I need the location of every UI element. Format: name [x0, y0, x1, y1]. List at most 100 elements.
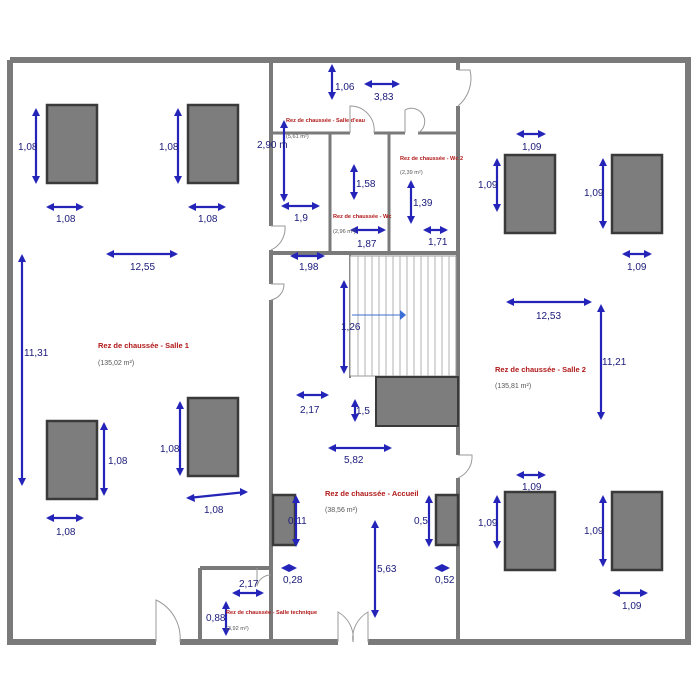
- dim-label: 1,39: [413, 198, 433, 209]
- dim-label: 1,08: [56, 527, 76, 538]
- room-area-salle1: (135,02 m²): [98, 360, 134, 367]
- dim-line: [364, 80, 400, 88]
- dim-label: 0,52: [435, 575, 455, 586]
- staircase: [349, 255, 459, 427]
- room-area-technique: (3,92 m²): [226, 626, 249, 632]
- dim-line: [599, 158, 607, 229]
- room-name-salle-eau: Rez de chaussée - Salle d'eau: [286, 118, 366, 124]
- dim-line: [434, 564, 450, 572]
- dim-line: [186, 488, 248, 502]
- dim-line: [174, 108, 182, 184]
- dim-line: [46, 203, 84, 211]
- dim-line: [296, 391, 329, 399]
- dim-line: [328, 64, 336, 100]
- dim-label: 1,98: [299, 262, 319, 273]
- dim-line: [290, 252, 325, 260]
- door-entrance-right: [352, 611, 369, 643]
- pillar-salle2-tr: [610, 153, 664, 235]
- room-area-wc: (2,96 m²): [333, 229, 356, 235]
- door-technique: [256, 568, 272, 587]
- room-area-wc2: (2,39 m²): [400, 170, 423, 176]
- dim-label: 1,08: [18, 142, 38, 153]
- dim-label: 1,58: [356, 179, 376, 190]
- dim-label: 1,09: [584, 188, 604, 199]
- dim-label: 5,63: [377, 564, 397, 575]
- dim-line: [423, 226, 448, 234]
- dim-line: [493, 158, 501, 212]
- dim-label: 3,83: [374, 92, 394, 103]
- dim-label: 1,06: [335, 82, 355, 93]
- dim-line: [425, 495, 433, 547]
- dim-line: [280, 120, 288, 202]
- room-name-wc2: Rez de chaussée - Wc 2: [400, 156, 463, 162]
- dim-label: 1,08: [198, 214, 218, 225]
- pillars: [45, 103, 664, 572]
- dim-line: [516, 130, 546, 138]
- dim-line: [46, 514, 84, 522]
- pillar-salle1-bl: [45, 419, 99, 501]
- dim-label: 1,09: [622, 601, 642, 612]
- door-hall-left: [270, 225, 286, 251]
- dim-label: 11,21: [602, 357, 627, 368]
- dim-label: 2,17: [239, 579, 259, 590]
- dim-line: [622, 250, 652, 258]
- dim-label: 5,82: [344, 455, 364, 466]
- dim-label: 1,26: [341, 322, 361, 333]
- room-labels: Rez de chaussée - Salle 1 (135,02 m²) Re…: [98, 118, 586, 632]
- dim-line: [292, 495, 300, 547]
- dim-line: [350, 226, 386, 234]
- door-entrance-left: [337, 611, 354, 643]
- dim-line: [516, 471, 546, 479]
- dim-label: 11,31: [24, 348, 49, 359]
- dim-line: [232, 589, 264, 597]
- pillar-salle2-tl: [503, 153, 557, 235]
- dim-label: 1,09: [522, 482, 542, 493]
- dim-label: 1,08: [160, 444, 180, 455]
- dim-label: 2,90 m: [257, 140, 288, 151]
- dim-label: 0,11: [288, 516, 307, 527]
- dim-label: 12,55: [130, 262, 155, 273]
- room-name-salle1: Rez de chaussée - Salle 1: [98, 341, 189, 350]
- dim-line: [100, 422, 108, 496]
- dim-line: [32, 108, 40, 184]
- dim-label: 1,09: [584, 526, 604, 537]
- dim-line: [407, 180, 415, 224]
- dim-label: 0,88: [206, 613, 226, 624]
- dimension-labels: 1,08 1,08 1,08 1,08 12,55 11,31 1,08 1,0…: [18, 82, 647, 624]
- dim-label: 1,09: [478, 180, 498, 191]
- room-area-salle2: (135,81 m²): [495, 383, 531, 390]
- door-salle2-top: [457, 69, 472, 107]
- room-name-technique: Rez de chaussée - Salle technique: [226, 610, 317, 616]
- pillar-salle2-bl: [503, 490, 557, 572]
- dim-label: 1,09: [478, 518, 498, 529]
- dim-line: [340, 280, 348, 374]
- dim-line: [281, 564, 297, 572]
- dim-line: [106, 250, 178, 258]
- room-name-wc: Rez de chaussée - Wc: [333, 214, 391, 220]
- room-area-accueil: (38,56 m²): [325, 507, 357, 514]
- dim-label: 1,08: [204, 505, 224, 516]
- dim-label: 1,87: [357, 239, 377, 250]
- pillar-salle1-tr: [186, 103, 240, 185]
- dim-line: [328, 444, 392, 452]
- dim-line: [612, 589, 648, 597]
- dim-line: [493, 495, 501, 549]
- doors: [155, 69, 473, 643]
- dim-line: [176, 401, 184, 476]
- door-salle2-mid: [457, 454, 473, 479]
- dimension-lines: [18, 64, 652, 636]
- dim-line: [371, 520, 379, 618]
- pillar-accueil-right: [434, 493, 460, 547]
- door-wc2: [404, 107, 426, 134]
- dim-label: 1,09: [522, 142, 542, 153]
- dim-label: 1,08: [159, 142, 179, 153]
- door-hall-small: [270, 283, 285, 301]
- dim-label: 0,5: [414, 516, 428, 527]
- dim-label: 1,71: [428, 237, 448, 248]
- dim-line: [506, 298, 592, 306]
- pillar-salle1-tl: [45, 103, 99, 185]
- dim-line: [599, 495, 607, 567]
- dim-label: 12,53: [536, 311, 561, 322]
- walls: [7, 57, 691, 645]
